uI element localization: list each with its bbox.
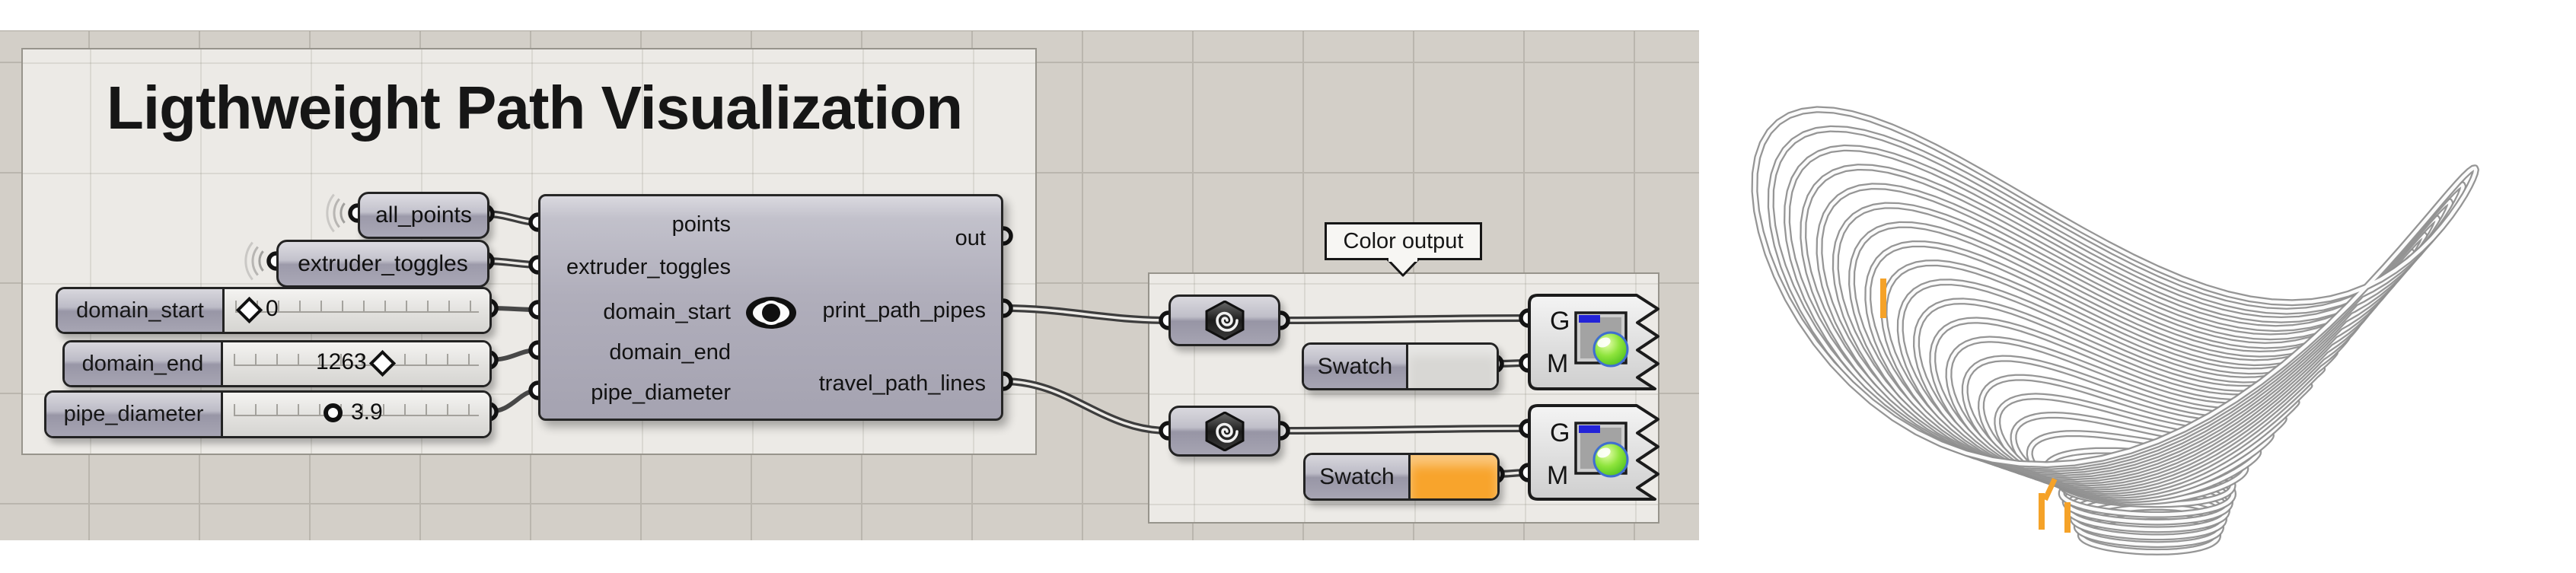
group-title-text: Ligthweight Path Visualization (107, 74, 963, 142)
slider-domain-end[interactable]: domain_end 1263 (62, 340, 492, 387)
balloon-pointer (1386, 258, 1420, 277)
wireless-arcs-icon (244, 193, 346, 281)
slider-name: pipe_diameter (46, 393, 223, 436)
input-label-domain-start: domain_start (603, 300, 731, 324)
travel-path-marker (2039, 493, 2045, 530)
custom-preview-travel[interactable]: G M (1526, 403, 1663, 502)
custom-preview-print[interactable]: G M (1526, 293, 1663, 392)
preview-input-G: G (1550, 307, 1570, 336)
group-label-balloon[interactable]: Color output (1325, 222, 1482, 260)
output-label-out: out (955, 226, 986, 250)
output-label-travel-path-lines: travel_path_lines (818, 371, 986, 396)
input-label-domain-end: domain_end (609, 340, 731, 364)
slider-value: 0 (266, 296, 279, 321)
slider-ticks (234, 354, 479, 366)
slider-grip[interactable] (324, 403, 343, 422)
slider-value: 3.9 (351, 400, 383, 425)
receiver-label: extruder_toggles (298, 250, 468, 276)
swatch-color-gray[interactable] (1408, 345, 1497, 388)
slider-track[interactable]: 3.9 (223, 393, 489, 436)
preview-body (1528, 404, 1659, 501)
receiver-extruder-toggles[interactable]: extruder_toggles (276, 240, 489, 288)
eye-icon (746, 297, 796, 329)
travel-path-marker (2064, 502, 2071, 533)
printed-sculpture-wireframe (1751, 106, 2479, 555)
slider-name: domain_end (65, 342, 223, 385)
input-label-extruder-toggles: extruder_toggles (566, 255, 731, 279)
travel-path-marker (2042, 478, 2058, 501)
preview-input-M: M (1547, 349, 1569, 378)
output-label-print-path-pipes: print_path_pipes (822, 298, 986, 323)
slider-domain-start[interactable]: domain_start 0 (56, 287, 492, 334)
viewport-preview-icon (1574, 311, 1629, 368)
swatch-color-orange[interactable] (1411, 455, 1497, 498)
swatch-label: Swatch (1306, 455, 1411, 498)
slider-track[interactable]: 1263 (223, 342, 489, 385)
preview-input-G: G (1550, 419, 1570, 447)
slider-value: 1263 (316, 349, 367, 374)
rhino-viewport-render[interactable] (1701, 0, 2576, 573)
preview-input-M: M (1547, 461, 1569, 490)
hexagon-spiral-icon (1205, 301, 1244, 340)
geometry-param-print-paths[interactable] (1168, 294, 1280, 346)
slider-ticks (234, 404, 479, 416)
swatch-travel-color[interactable]: Swatch (1303, 453, 1500, 501)
slider-pipe-diameter[interactable]: pipe_diameter 3.9 (44, 390, 492, 438)
swatch-print-color[interactable]: Swatch (1302, 342, 1499, 390)
balloon-text: Color output (1343, 228, 1464, 253)
receiver-all-points[interactable]: all_points (358, 192, 489, 239)
viewport-preview-icon (1574, 422, 1629, 478)
slider-track[interactable]: 0 (225, 289, 489, 332)
input-label-pipe-diameter: pipe_diameter (591, 380, 731, 405)
travel-path-marker (1880, 279, 1886, 318)
slider-ticks (235, 301, 479, 313)
receiver-label: all_points (375, 202, 472, 228)
input-label-points: points (671, 212, 731, 237)
geometry-param-travel-paths[interactable] (1168, 406, 1280, 457)
component-path-visualization[interactable]: points extruder_toggles domain_start dom… (538, 194, 1003, 421)
swatch-label: Swatch (1304, 345, 1408, 388)
slider-name: domain_start (58, 289, 225, 332)
preview-body (1528, 294, 1659, 390)
hexagon-spiral-icon (1205, 411, 1244, 451)
